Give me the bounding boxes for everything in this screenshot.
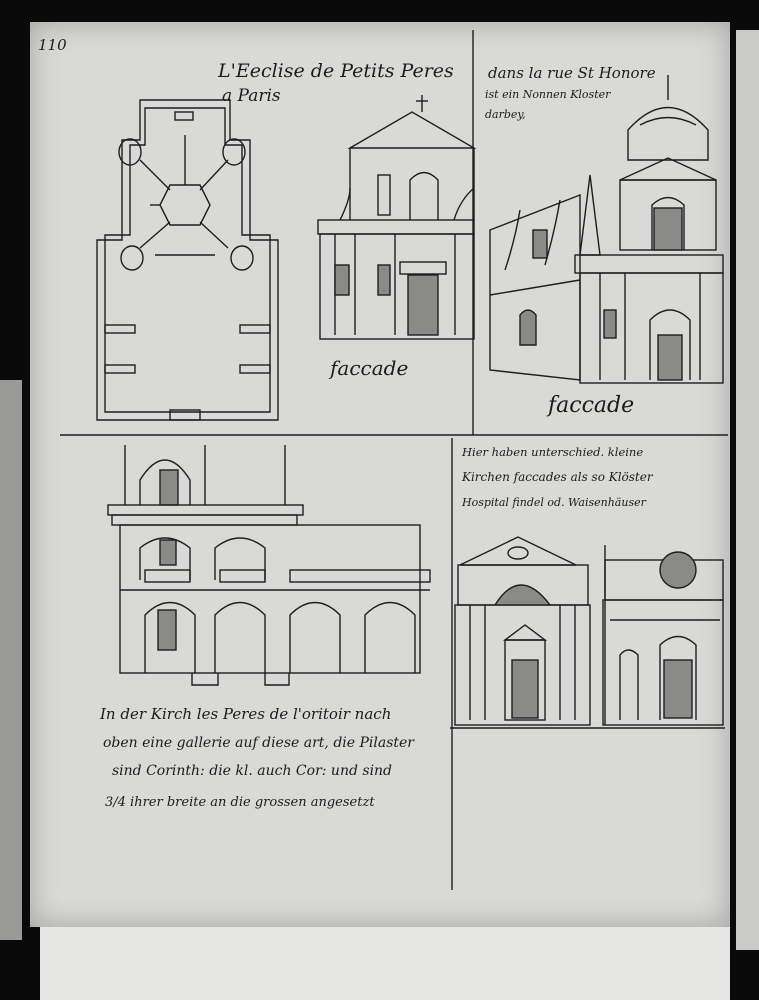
facade-drawing-1 [317, 95, 477, 340]
note-bottom-right-2: Kirchen faccades als so Klöster [462, 470, 653, 484]
note-bottom-right-3: Hospital findel od. Waisenhäuser [462, 496, 646, 509]
note-bottom-left-1: In der Kirch les Peres de l'oritoir nach [100, 705, 392, 723]
note-top-right-1: dans la rue St Honore [488, 64, 656, 82]
church-floor-plan [96, 99, 279, 421]
manuscript-page [30, 22, 730, 927]
title-church: L'Eeclise de Petits Peres [218, 60, 454, 82]
note-bottom-left-2: oben eine gallerie auf diese art, die Pi… [103, 735, 415, 751]
page-number: 110 [38, 36, 67, 54]
facade-drawing-2 [489, 75, 724, 384]
facade-label-2: faccade [548, 393, 635, 418]
adjacent-page-right [736, 30, 759, 950]
note-bottom-left-4: 3/4 ihrer breite an die grossen angesetz… [105, 795, 375, 810]
facade-label-1: faccade [330, 356, 409, 380]
note-top-right-2: ist ein Nonnen Kloster [485, 88, 611, 101]
underlying-sheet [40, 925, 730, 1000]
small-facades-drawing [450, 536, 725, 729]
arcade-gallery-drawing [107, 445, 431, 686]
adjacent-page-left [0, 380, 22, 940]
title-location: a Paris [222, 86, 281, 106]
note-bottom-left-3: sind Corinth: die kl. auch Cor: und sind [112, 763, 393, 779]
note-bottom-right-1: Hier haben unterschied. kleine [462, 445, 644, 459]
note-top-right-3: darbey, [485, 108, 526, 121]
